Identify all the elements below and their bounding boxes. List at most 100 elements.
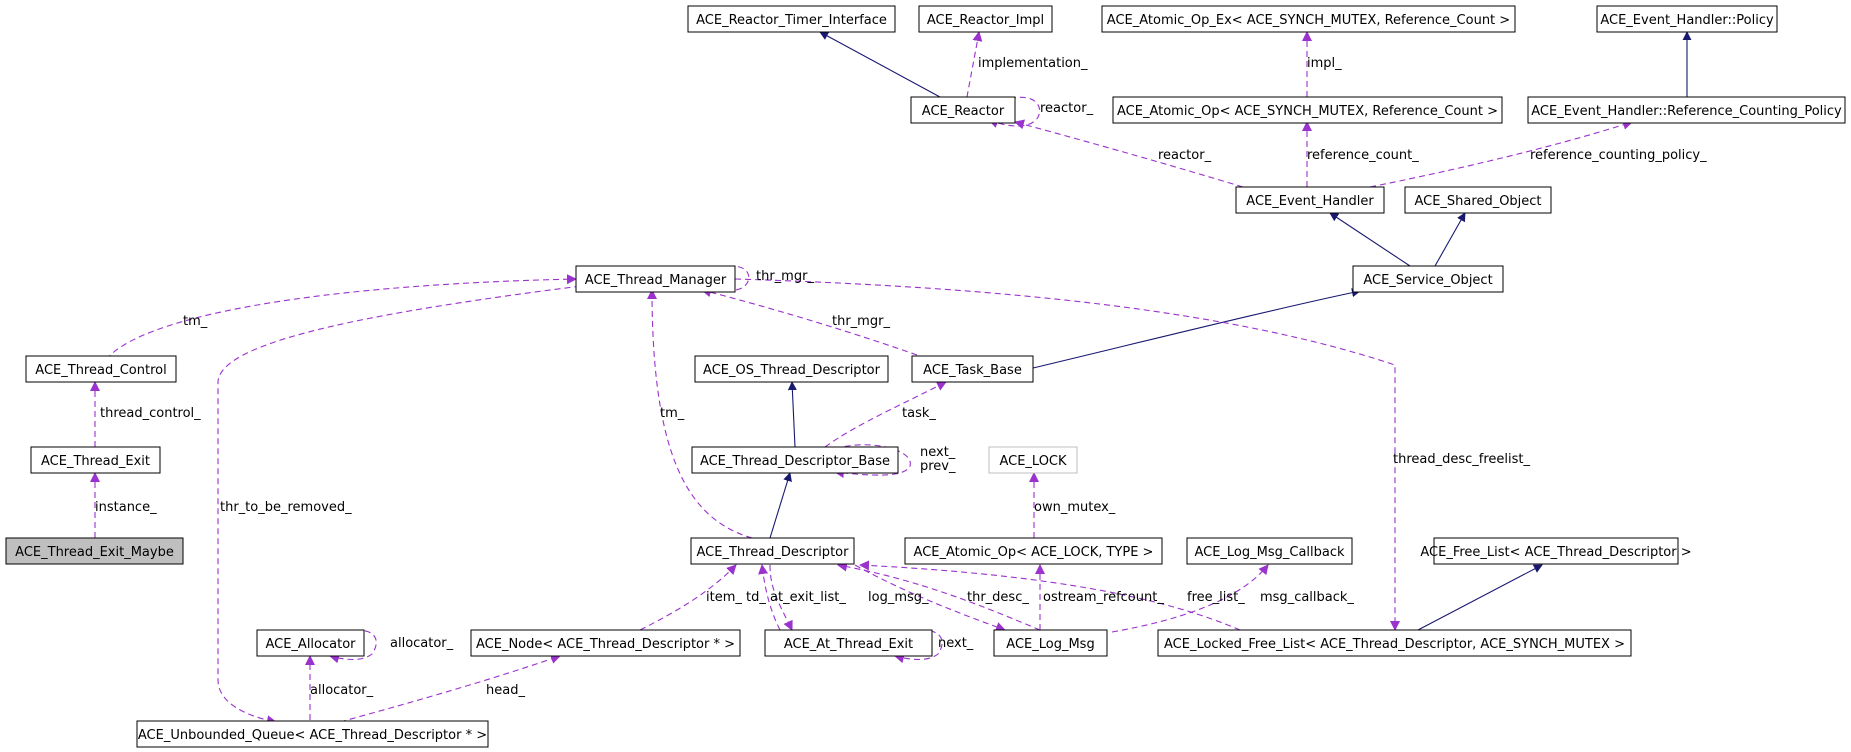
node-task-base[interactable]: ACE_Task_Base [911, 355, 1034, 383]
node-service-object[interactable]: ACE_Service_Object [1352, 265, 1504, 293]
edge-tm-control [100, 274, 577, 369]
edge-thread-desc-freelist [734, 278, 1400, 631]
svg-text:ACE_Locked_Free_List< ACE_Thre: ACE_Locked_Free_List< ACE_Thread_Descrip… [1164, 637, 1625, 652]
svg-text:ACE_Reactor_Timer_Interface: ACE_Reactor_Timer_Interface [696, 13, 887, 28]
node-thread-control[interactable]: ACE_Thread_Control [25, 355, 177, 383]
edge-label-thr-mgr: thr_mgr_ [832, 314, 890, 329]
svg-text:ACE_Atomic_Op< ACE_SYNCH_MUTEX: ACE_Atomic_Op< ACE_SYNCH_MUTEX, Referenc… [1117, 104, 1498, 119]
edge-label-allocator-self: allocator_ [390, 636, 454, 651]
edge-label-next: next_ [938, 636, 974, 651]
edge-head [339, 654, 561, 723]
edge-label-reactor-self: reactor_ [1040, 101, 1094, 116]
edge-label-head: head_ [486, 683, 525, 698]
svg-text:ACE_At_Thread_Exit: ACE_At_Thread_Exit [784, 637, 913, 652]
node-atomic-op-mutex[interactable]: ACE_Atomic_Op< ACE_SYNCH_MUTEX, Referenc… [1112, 96, 1503, 124]
svg-text:ACE_Thread_Exit_Maybe: ACE_Thread_Exit_Maybe [15, 545, 174, 560]
svg-text:ACE_Log_Msg: ACE_Log_Msg [1006, 637, 1094, 652]
svg-text:ACE_Free_List< ACE_Thread_Desc: ACE_Free_List< ACE_Thread_Descriptor > [1420, 545, 1691, 560]
node-ace-lock[interactable]: ACE_LOCK [988, 446, 1078, 474]
edge-reactor-to-timer-interface [819, 31, 941, 98]
node-node-td[interactable]: ACE_Node< ACE_Thread_Descriptor * > [470, 629, 741, 657]
svg-text:ACE_LOCK: ACE_LOCK [999, 454, 1067, 469]
node-reactor[interactable]: ACE_Reactor [910, 96, 1016, 124]
svg-text:ACE_Allocator: ACE_Allocator [265, 637, 356, 652]
node-thread-manager[interactable]: ACE_Thread_Manager [575, 265, 736, 293]
edge-label-allocator: allocator_ [310, 683, 374, 698]
node-locked-free-list[interactable]: ACE_Locked_Free_List< ACE_Thread_Descrip… [1157, 629, 1632, 657]
edge-log-msg [854, 564, 1006, 632]
svg-text:ACE_Shared_Object: ACE_Shared_Object [1414, 194, 1541, 209]
edge-reference-counting-policy [1369, 120, 1633, 188]
edge-allocator-self [329, 629, 377, 664]
edge-label-impl: impl_ [1307, 56, 1342, 71]
node-os-thread-descriptor[interactable]: ACE_OS_Thread_Descriptor [694, 355, 889, 383]
edge-label-free-list: free_list_ [1187, 590, 1245, 605]
edge-next [894, 629, 943, 664]
node-reactor-timer-interface[interactable]: ACE_Reactor_Timer_Interface [687, 5, 896, 33]
edge-label-instance: instance_ [95, 500, 157, 515]
svg-text:ACE_Thread_Control: ACE_Thread_Control [35, 363, 166, 378]
svg-text:ACE_Event_Handler::Reference_C: ACE_Event_Handler::Reference_Counting_Po… [1531, 104, 1842, 119]
node-atomic-op-lock[interactable]: ACE_Atomic_Op< ACE_LOCK, TYPE > [904, 537, 1163, 565]
edge-task-base-to-service-object [1032, 288, 1361, 369]
edge-label-ostream-refcount: ostream_refcount_ [1043, 590, 1164, 605]
node-thread-descriptor-base[interactable]: ACE_Thread_Descriptor_Base [691, 446, 899, 474]
nodes: ACE_Reactor_Timer_Interface ACE_Reactor_… [5, 5, 1846, 748]
edge-label-reference-counting-policy: reference_counting_policy_ [1530, 148, 1707, 163]
node-event-handler[interactable]: ACE_Event_Handler [1235, 186, 1385, 214]
svg-text:ACE_Atomic_Op< ACE_LOCK, TYPE: ACE_Atomic_Op< ACE_LOCK, TYPE > [914, 545, 1154, 560]
edge-tm-desc [647, 289, 753, 539]
edge-thr-mgr [701, 287, 918, 356]
edge-task [824, 381, 947, 448]
edge-thr-desc [837, 561, 1041, 631]
svg-text:ACE_Atomic_Op_Ex< ACE_SYNCH_MU: ACE_Atomic_Op_Ex< ACE_SYNCH_MUTEX, Refer… [1107, 13, 1510, 28]
node-free-list[interactable]: ACE_Free_List< ACE_Thread_Descriptor > [1420, 537, 1692, 565]
node-eh-rcp[interactable]: ACE_Event_Handler::Reference_Counting_Po… [1527, 96, 1846, 124]
svg-text:ACE_OS_Thread_Descriptor: ACE_OS_Thread_Descriptor [703, 363, 881, 378]
svg-text:ACE_Task_Base: ACE_Task_Base [923, 363, 1022, 378]
svg-text:ACE_Node< ACE_Thread_Descripto: ACE_Node< ACE_Thread_Descriptor * > [476, 637, 735, 652]
edge-next-prev [834, 444, 911, 478]
edge-at-exit-list [758, 564, 781, 631]
edge-label-thr-to-be-removed: thr_to_be_removed_ [220, 500, 352, 515]
edge-label-thread-desc-freelist: thread_desc_freelist_ [1393, 452, 1531, 467]
node-eh-policy[interactable]: ACE_Event_Handler::Policy [1596, 5, 1778, 33]
edge-thr-to-be-removed [217, 279, 631, 726]
edges [90, 31, 1692, 726]
node-log-msg-callback[interactable]: ACE_Log_Msg_Callback [1186, 537, 1353, 565]
node-reactor-impl[interactable]: ACE_Reactor_Impl [918, 5, 1053, 33]
svg-text:ACE_Log_Msg_Callback: ACE_Log_Msg_Callback [1194, 545, 1345, 560]
svg-text:ACE_Service_Object: ACE_Service_Object [1363, 273, 1492, 288]
svg-text:ACE_Thread_Descriptor_Base: ACE_Thread_Descriptor_Base [700, 454, 890, 469]
node-thread-exit-maybe[interactable]: ACE_Thread_Exit_Maybe [5, 537, 184, 565]
edge-label-own-mutex: own_mutex_ [1034, 500, 1116, 515]
edge-label-task: task_ [902, 406, 936, 421]
edge-label-thread-control: thread_control_ [100, 406, 201, 421]
edge-service-object-to-shared-object [1434, 212, 1466, 267]
edge-service-object-to-event-handler [1329, 212, 1411, 267]
node-shared-object[interactable]: ACE_Shared_Object [1404, 186, 1552, 214]
edge-free-list [859, 560, 1241, 631]
svg-text:ACE_Unbounded_Queue< ACE_Threa: ACE_Unbounded_Queue< ACE_Thread_Descript… [138, 728, 487, 743]
svg-text:ACE_Reactor_Impl: ACE_Reactor_Impl [927, 13, 1044, 28]
edge-descriptor-to-desc-base [769, 472, 792, 539]
edge-label-log-msg: log_msg_ [868, 590, 929, 605]
node-allocator[interactable]: ACE_Allocator [256, 629, 365, 657]
svg-text:ACE_Event_Handler::Policy: ACE_Event_Handler::Policy [1600, 13, 1774, 28]
edge-label-next-prev: next_prev_ [920, 445, 956, 474]
edge-label-reactor: reactor_ [1158, 148, 1212, 163]
edge-label-at-exit-list: at_exit_list_ [770, 590, 846, 605]
node-log-msg[interactable]: ACE_Log_Msg [993, 629, 1108, 657]
node-at-thread-exit[interactable]: ACE_At_Thread_Exit [764, 629, 933, 657]
edge-implementation [966, 31, 983, 98]
edge-labels: implementation_ reactor_ impl_ reactor_ … [95, 56, 1707, 698]
edge-label-reference-count: reference_count_ [1307, 148, 1419, 163]
node-thread-exit[interactable]: ACE_Thread_Exit [30, 446, 161, 474]
node-thread-descriptor[interactable]: ACE_Thread_Descriptor [690, 537, 855, 565]
edge-label-msg-callback: msg_callback_ [1260, 590, 1354, 605]
edge-label-implementation: implementation_ [978, 56, 1088, 71]
edge-locked-free-list-to-free-list [1417, 564, 1543, 631]
node-atomic-op-ex[interactable]: ACE_Atomic_Op_Ex< ACE_SYNCH_MUTEX, Refer… [1101, 5, 1516, 33]
node-unbounded-queue[interactable]: ACE_Unbounded_Queue< ACE_Thread_Descript… [136, 720, 489, 748]
edge-label-tm-desc: tm_ [660, 406, 685, 421]
